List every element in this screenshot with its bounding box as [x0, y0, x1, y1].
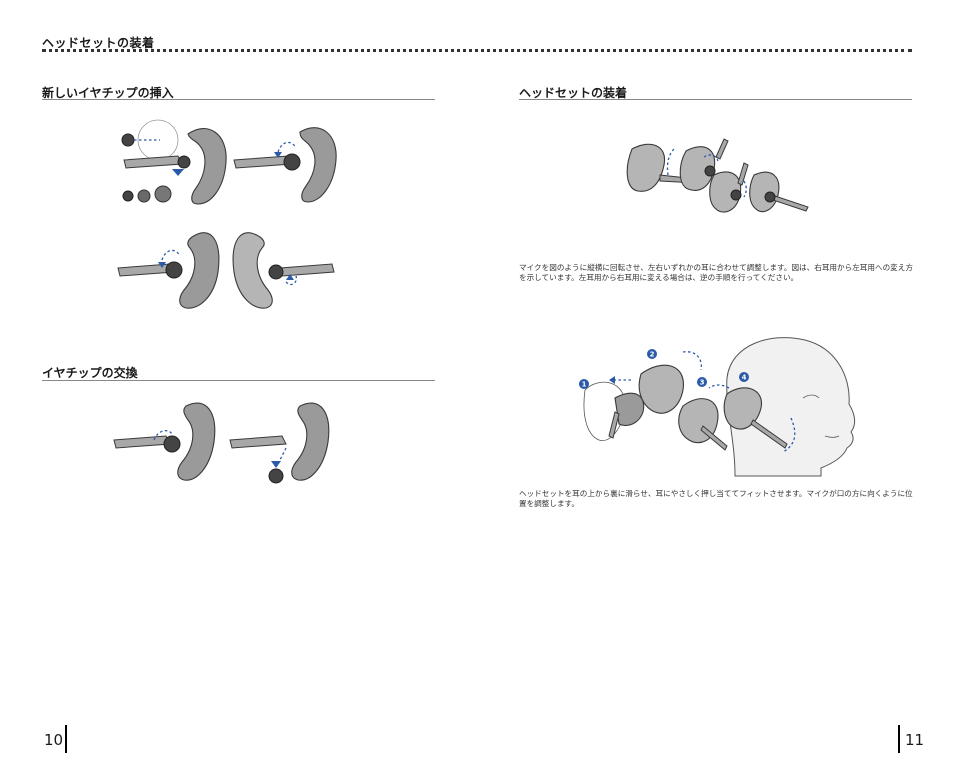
- svg-text:4: 4: [742, 374, 747, 382]
- svg-text:3: 3: [700, 379, 705, 387]
- step-badge-1: 1: [579, 379, 589, 389]
- headset-panel-2: [233, 127, 337, 203]
- headset-panel-6: [229, 402, 330, 484]
- insert-eartip-illustration: [117, 119, 337, 309]
- page-number-right: 11: [905, 731, 925, 749]
- wear-steps-illustration: 1 2 3 4: [579, 337, 856, 477]
- page-number-left: 10: [44, 731, 64, 749]
- headset-panel-3: [117, 232, 220, 309]
- caption-rotate-mic: マイクを図のように縦横に回転させ、左右いずれかの耳に合わせて調整します。図は、右…: [519, 263, 913, 282]
- svg-text:2: 2: [650, 351, 655, 359]
- page-number-bar: [898, 725, 900, 753]
- step-badge-2: 2: [647, 349, 657, 359]
- headset-panel-5: [113, 402, 216, 481]
- page-header-title: ヘッドセットの装着: [42, 36, 155, 50]
- headset-panel-1: [121, 119, 227, 205]
- svg-text:1: 1: [582, 381, 587, 389]
- headset-panel-4: [232, 232, 335, 309]
- caption-wear-headset: ヘッドセットを耳の上から裏に滑らせ、耳にやさしく押し当ててフィットさせます。マイ…: [519, 489, 913, 508]
- header-dotted-rule: [42, 49, 912, 52]
- section-title-wear-headset: ヘッドセットの装着: [519, 86, 628, 100]
- step-badge-3: 3: [697, 377, 707, 387]
- page-number-bar: [65, 725, 67, 753]
- replace-eartip-illustration: [113, 402, 330, 484]
- section-rule: [519, 99, 912, 100]
- step-badge-4: 4: [739, 372, 749, 382]
- section-rule: [42, 380, 435, 381]
- section-rule: [42, 99, 435, 100]
- section-title-replace-eartip: イヤチップの交換: [42, 366, 138, 380]
- section-title-insert-eartip: 新しいイヤチップの挿入: [42, 86, 174, 100]
- rotate-mic-illustration: [626, 138, 809, 213]
